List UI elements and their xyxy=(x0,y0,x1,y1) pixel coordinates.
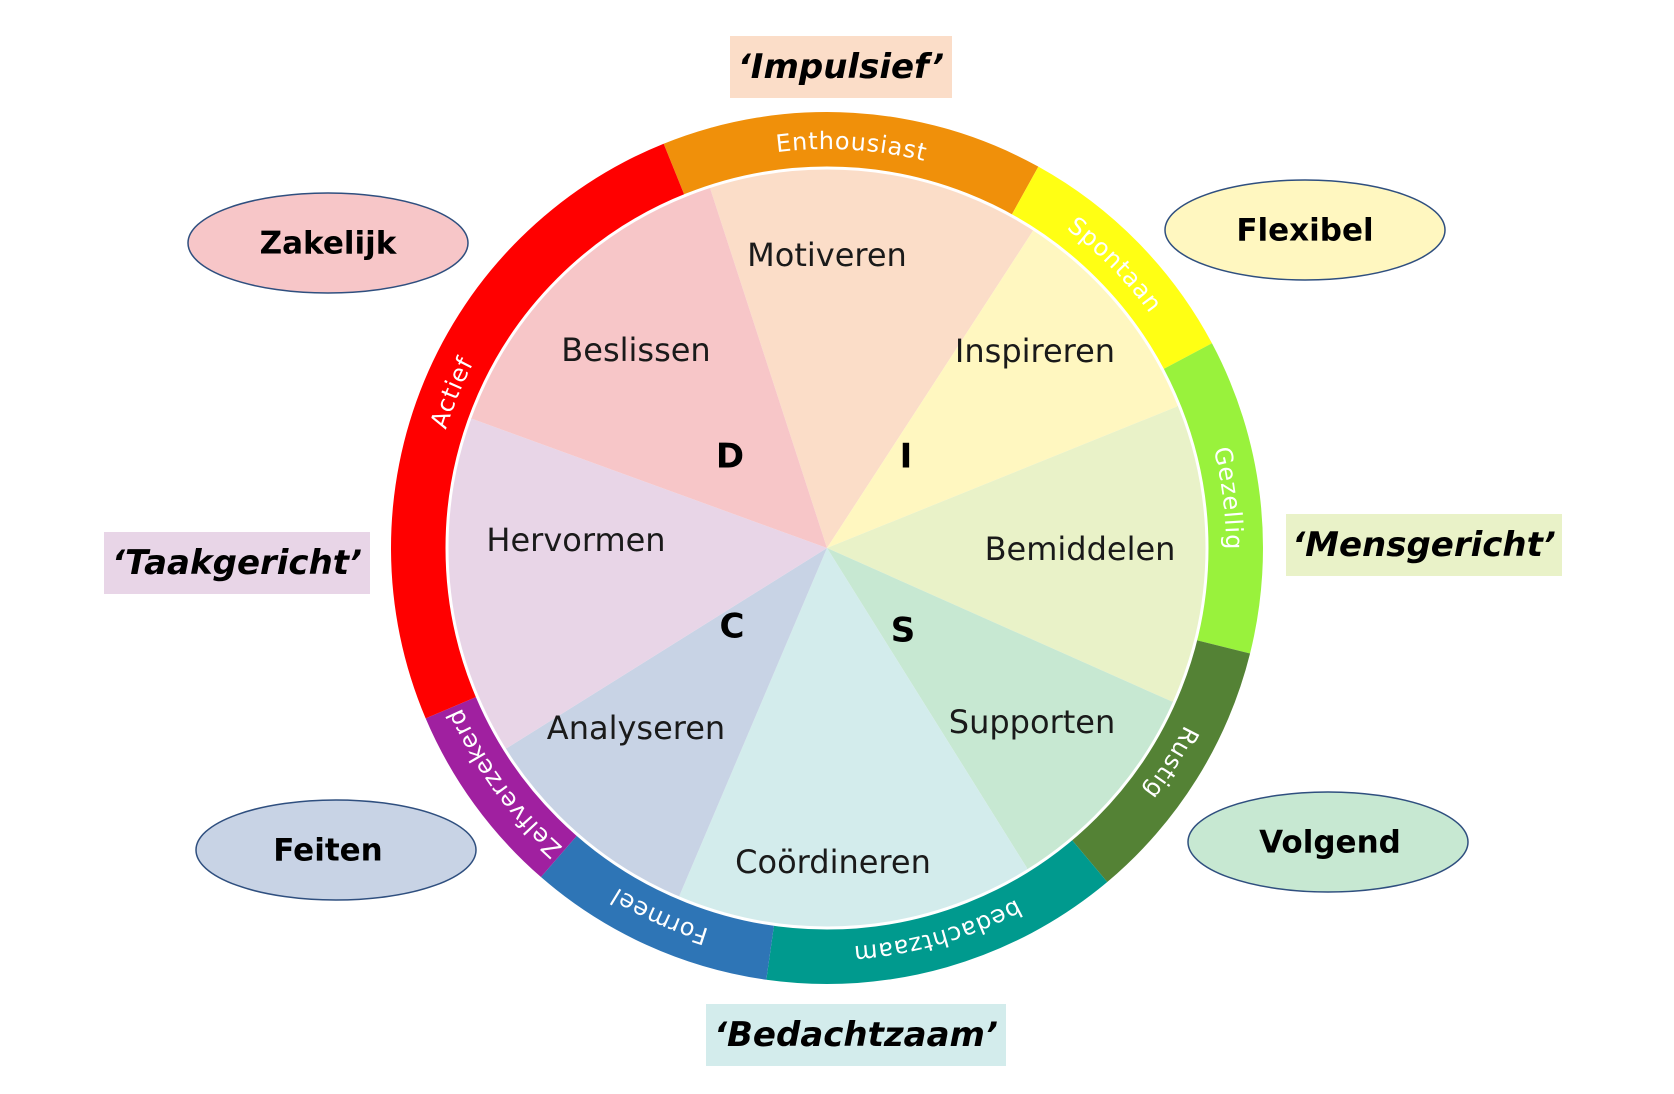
segment-inspireren xyxy=(827,229,1180,549)
box-impulsief: ‘Impulsief’ xyxy=(730,36,952,98)
letter-i: I xyxy=(900,437,913,477)
ellipse-zakelijk-label: Zakelijk xyxy=(260,226,398,262)
segment-label-motiveren: Motiveren xyxy=(747,236,907,274)
letter-s: S xyxy=(891,611,916,651)
letter-c: C xyxy=(720,607,745,647)
ellipse-feiten-shape xyxy=(195,799,477,901)
segment-motiveren xyxy=(709,168,1034,548)
segment-hervormen xyxy=(447,418,827,750)
segment-labels: MotiverenInspirerenBemiddelenSupportenCo… xyxy=(486,236,1175,881)
ring-band-rustig xyxy=(1069,639,1251,882)
segment-analyseren xyxy=(504,548,827,898)
box-bedachtzaam: ‘Bedachtzaam’ xyxy=(706,1004,1006,1066)
segment-label-supporten: Supporten xyxy=(949,703,1115,741)
letter-d: D xyxy=(716,437,744,477)
ellipse-zakelijk-shape xyxy=(187,192,469,294)
ellipse-feiten-label: Feiten xyxy=(273,833,382,869)
box-mensgericht: ‘Mensgericht’ xyxy=(1286,514,1562,576)
segment-supporten xyxy=(827,548,1175,871)
segment-bemiddelen xyxy=(827,405,1207,703)
ellipse-flexibel-shape xyxy=(1164,179,1446,281)
ring-band-actief xyxy=(391,143,686,719)
ellipse-flexibel-label: Flexibel xyxy=(1236,213,1373,249)
segment-coordineren xyxy=(678,548,1029,928)
segment-label-beslissen: Beslissen xyxy=(561,331,710,369)
ellipse-flexibel: Flexibel xyxy=(1164,179,1446,281)
segment-label-hervormen: Hervormen xyxy=(486,521,665,559)
ring-band-formeel xyxy=(540,833,775,980)
segment-label-coordineren: Coördineren xyxy=(735,843,931,881)
ellipse-volgend: Volgend xyxy=(1187,791,1469,893)
segment-beslissen xyxy=(469,186,827,549)
ellipse-volgend-shape xyxy=(1187,791,1469,893)
ellipse-feiten: Feiten xyxy=(195,799,477,901)
ring-band-spontaan xyxy=(1010,166,1212,371)
ellipse-volgend-label: Volgend xyxy=(1259,825,1401,861)
segment-label-analyseren: Analyseren xyxy=(547,709,725,747)
segment-label-bemiddelen: Bemiddelen xyxy=(985,530,1176,568)
segment-label-inspireren: Inspireren xyxy=(955,332,1115,370)
box-taakgericht: ‘Taakgericht’ xyxy=(104,532,370,594)
ellipse-zakelijk: Zakelijk xyxy=(187,192,469,294)
ring-band-zelfverzekerd xyxy=(425,695,580,878)
ring-band-enthousiast xyxy=(663,112,1039,218)
inner-segments xyxy=(447,168,1207,928)
